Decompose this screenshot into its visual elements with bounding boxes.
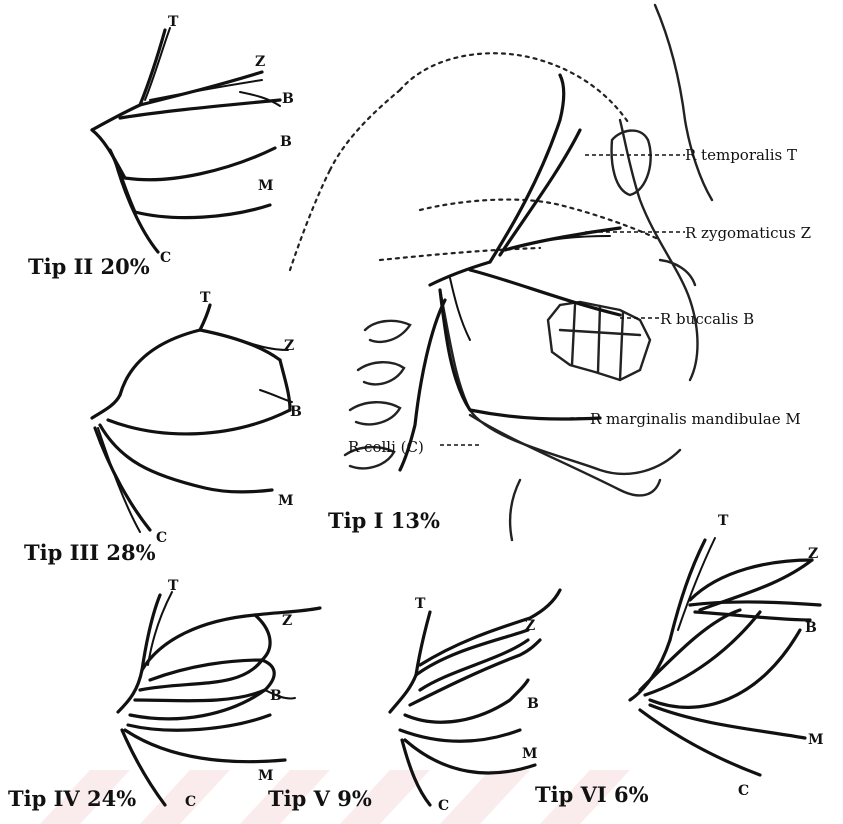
type-label-tip6: Tip VI 6% (535, 782, 649, 807)
label-tip3-m: M (278, 493, 294, 509)
diagram-tip-2: T Z B B M C Tip II 20% (28, 14, 294, 279)
annotation-buccalis: R buccalis B (660, 310, 754, 328)
label-tip2-b2: B (280, 134, 292, 150)
label-tip4-b: B (270, 688, 282, 704)
annotation-colli: R colli (C) (348, 438, 424, 456)
diagram-tip-4: T Z B M C Tip IV 24% (8, 578, 320, 811)
type-label-tip1: Tip I 13% (328, 508, 440, 533)
label-tip5-b: B (527, 696, 539, 712)
type-label-tip4: Tip IV 24% (8, 786, 136, 811)
annotation-zygomaticus: R zygomaticus Z (685, 224, 811, 242)
label-tip3-t: T (200, 290, 211, 306)
label-tip5-t: T (415, 596, 426, 612)
label-tip4-m: M (258, 768, 274, 784)
type-label-tip5: Tip V 9% (268, 786, 372, 811)
label-tip6-c: C (738, 783, 749, 799)
label-tip2-c: C (160, 250, 171, 266)
diagram-tip-6: T Z B M C Tip VI 6% (535, 513, 824, 807)
type-label-tip2: Tip II 20% (28, 254, 150, 279)
label-tip4-z: Z (282, 613, 292, 629)
diagram-tip-3: T Z B M C Tip III 28% (24, 290, 302, 565)
label-tip3-z: Z (284, 338, 294, 354)
label-tip2-z: Z (255, 54, 265, 70)
skull-illustration: R temporalis T R zygomaticus Z R buccali… (290, 5, 811, 540)
label-tip6-z: Z (808, 546, 818, 562)
label-tip2-t: T (168, 14, 179, 30)
label-tip2-m: M (258, 178, 274, 194)
annotation-marginalis: R marginalis mandibulae M (590, 410, 801, 428)
type-label-tip3: Tip III 28% (24, 540, 156, 565)
label-tip4-c: C (185, 794, 196, 810)
label-tip3-b: B (290, 404, 302, 420)
label-tip5-z: Z (525, 618, 535, 634)
label-tip5-m: M (522, 746, 538, 762)
label-tip6-b: B (805, 620, 817, 636)
label-tip5-c: C (438, 798, 449, 814)
label-tip6-t: T (718, 513, 729, 529)
label-tip3-c: C (156, 530, 167, 546)
label-tip4-t: T (168, 578, 179, 594)
label-tip6-m: M (808, 732, 824, 748)
annotation-temporalis: R temporalis T (685, 146, 797, 164)
label-tip2-b1: B (282, 91, 294, 107)
